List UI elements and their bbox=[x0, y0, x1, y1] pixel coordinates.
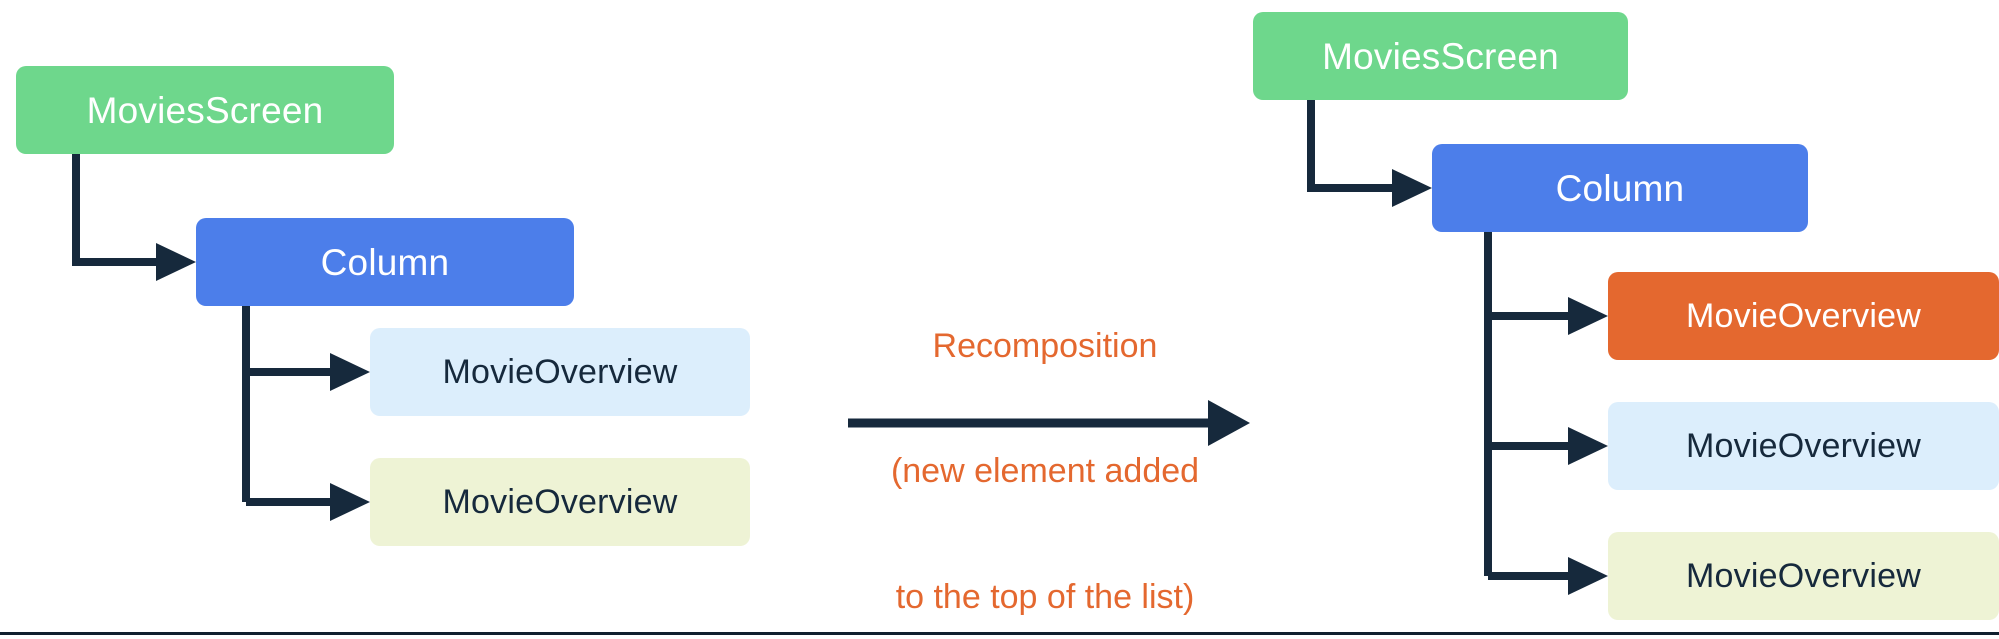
left-node-movie-overview-1-label: MovieOverview bbox=[442, 353, 678, 391]
recomposition-note-line-1: Recomposition bbox=[932, 326, 1158, 365]
left-node-column[interactable]: Column bbox=[196, 218, 574, 306]
left-branch-arrowhead-2 bbox=[330, 483, 370, 521]
left-node-movies-screen-label: MoviesScreen bbox=[86, 89, 324, 131]
right-root-to-column-arrowhead bbox=[1392, 169, 1432, 207]
recomposition-note: Recomposition (new element added to the … bbox=[845, 242, 1245, 639]
right-root-to-column-connector bbox=[1307, 100, 1392, 192]
left-root-to-column-connector bbox=[72, 154, 156, 266]
left-branch-arrowhead-1 bbox=[330, 353, 370, 391]
left-node-column-label: Column bbox=[320, 241, 450, 283]
left-root-to-column-arrowhead bbox=[156, 243, 196, 281]
right-node-movie-overview-3[interactable]: MovieOverview bbox=[1608, 532, 1999, 620]
right-node-movie-overview-3-label: MovieOverview bbox=[1686, 557, 1921, 595]
recomposition-note-line-3: to the top of the list) bbox=[895, 577, 1195, 616]
bottom-divider bbox=[0, 632, 1999, 635]
left-node-movies-screen[interactable]: MoviesScreen bbox=[16, 66, 394, 154]
right-node-movie-overview-new[interactable]: MovieOverview bbox=[1608, 272, 1999, 360]
right-node-column[interactable]: Column bbox=[1432, 144, 1808, 232]
right-node-column-label: Column bbox=[1555, 167, 1685, 209]
right-node-movies-screen[interactable]: MoviesScreen bbox=[1253, 12, 1628, 100]
right-branch-arrowhead-2 bbox=[1568, 427, 1608, 465]
left-node-movie-overview-2[interactable]: MovieOverview bbox=[370, 458, 750, 546]
right-branch-arrowhead-3 bbox=[1568, 557, 1608, 595]
left-node-movie-overview-2-label: MovieOverview bbox=[442, 483, 678, 521]
right-node-movie-overview-2[interactable]: MovieOverview bbox=[1608, 402, 1999, 490]
right-branch-arrowhead-1 bbox=[1568, 297, 1608, 335]
right-node-movies-screen-label: MoviesScreen bbox=[1322, 35, 1559, 77]
right-node-movie-overview-2-label: MovieOverview bbox=[1686, 427, 1921, 465]
recomposition-note-line-2: (new element added bbox=[890, 452, 1200, 491]
left-node-movie-overview-1[interactable]: MovieOverview bbox=[370, 328, 750, 416]
right-node-movie-overview-new-label: MovieOverview bbox=[1686, 297, 1921, 335]
